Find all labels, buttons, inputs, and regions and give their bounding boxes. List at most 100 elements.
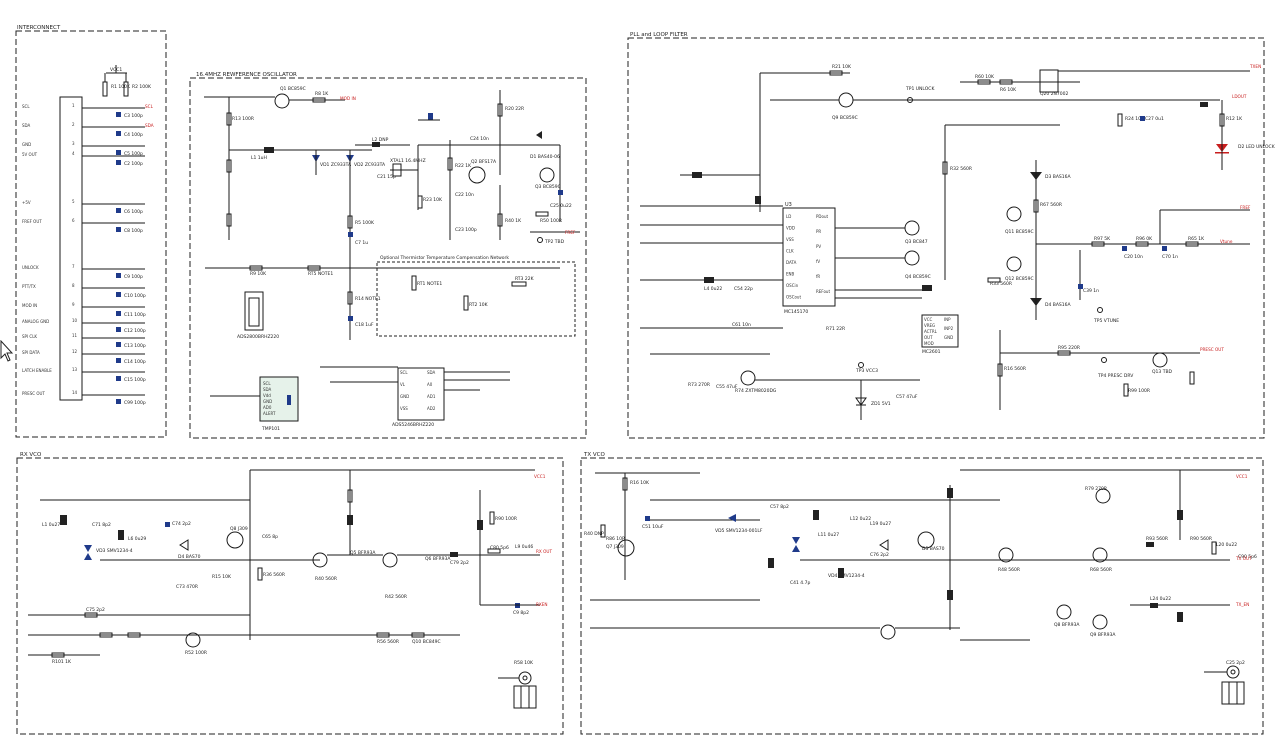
c70-label: C70 1n bbox=[1162, 254, 1178, 260]
rx-c79-label: Q5 BFR93A bbox=[350, 550, 376, 556]
q3-label: Q3 BC859C bbox=[535, 184, 561, 190]
r95-label: R95 220R bbox=[1058, 345, 1080, 351]
rx-c80-label: Q6 BFR93A bbox=[425, 556, 451, 562]
u8-pin-label: SDA bbox=[427, 370, 436, 375]
vd1-label: VD1 ZC933TA bbox=[320, 162, 352, 168]
r67-label: R67 560R bbox=[1040, 202, 1062, 208]
u5-pin-label: MOD bbox=[924, 341, 934, 346]
tx-d5-label: C76 2p2 bbox=[870, 552, 889, 558]
tp3-label: TP3 VCC3 bbox=[855, 368, 878, 374]
c39-label: C39 1n bbox=[1083, 288, 1099, 294]
d2-label: D2 LED UNLOCK bbox=[1238, 144, 1276, 150]
u3-pin-label: fV bbox=[816, 259, 820, 264]
tx-vco-circuit: R16 10K R40 DNP R86 10R C51 10uF Q7 J309… bbox=[584, 469, 1257, 705]
pin-name: +5V bbox=[22, 200, 31, 205]
r33-label: R33 560R bbox=[990, 281, 1012, 287]
r2-label: R2 100K bbox=[132, 84, 152, 90]
decoupling-cap-label: C12 100p bbox=[124, 328, 146, 334]
pll-title: PLL and LOOP FILTER bbox=[630, 32, 688, 38]
r24-label: R24 10K bbox=[1125, 116, 1145, 122]
u3-pin-label: REFout bbox=[816, 289, 830, 294]
rx-q6-label: R42 560R bbox=[385, 594, 407, 600]
pin-name: SPI DATA bbox=[22, 350, 40, 355]
pin-name: UNLOCK bbox=[22, 265, 39, 270]
tp4-label: TP4 PRESC DRV bbox=[1097, 373, 1134, 379]
decoupling-cap-label: C14 100p bbox=[124, 359, 146, 365]
u8-pin-label: A0 bbox=[427, 382, 433, 387]
rx-r58-label: R101 1K bbox=[52, 659, 72, 665]
net-tx-out: TX OUT bbox=[1235, 556, 1252, 561]
r14-label: R14 NOTE1 bbox=[355, 296, 381, 302]
u3-pin-label: CLK bbox=[786, 249, 794, 254]
pin-name: PTT/TX bbox=[22, 284, 36, 289]
net-fref-pll: FREF bbox=[1240, 205, 1251, 210]
r6-label: R6 10K bbox=[1000, 87, 1017, 93]
r12-label: R12 1K bbox=[1226, 116, 1243, 122]
tx-q9-label: R68 560R bbox=[1090, 567, 1112, 573]
rx-l6-label: L6 0u29 bbox=[128, 536, 146, 542]
rt2-label: RT2 10K bbox=[469, 302, 489, 308]
u8-pin-label: VL bbox=[400, 382, 406, 387]
tx-r79-label: L20 0u22 bbox=[1216, 542, 1237, 548]
net-tx-en: TX_EN bbox=[1235, 602, 1249, 607]
tx-vco-block: TX VCO bbox=[580, 452, 1264, 735]
xtal1-label: XTAL1 16.4MHZ bbox=[390, 158, 426, 164]
net-vtune: Vtune bbox=[1220, 239, 1233, 244]
c57-label: C57 47uF bbox=[896, 394, 918, 400]
interconnect-title: INTERCONNECT bbox=[17, 25, 61, 31]
u5-pin-label: VREG bbox=[924, 323, 935, 328]
pin-number: 2 bbox=[72, 122, 75, 127]
rt3-label: RT3 22K bbox=[515, 276, 535, 282]
net-labels: SCL SDA MOD IN FREF TXEN LDOUT FREF Vtun… bbox=[145, 64, 1261, 607]
net-scl: SCL bbox=[145, 104, 154, 109]
pin-number: 6 bbox=[72, 218, 75, 223]
q20-label: Q20 2N7002 bbox=[1040, 91, 1069, 97]
r20-label: R20 22R bbox=[505, 106, 524, 112]
rt5-label: RT5 NOTE1 bbox=[308, 271, 333, 277]
u3-label: U3 bbox=[785, 202, 792, 208]
c55-label: C55 47uF bbox=[716, 384, 738, 390]
pin-number: 5 bbox=[72, 199, 75, 204]
rx-r102-label: Q10 BC849C bbox=[412, 639, 441, 645]
thermistor-title: Optional Thermistor Temperature Compensa… bbox=[380, 255, 509, 261]
pin-number: 10 bbox=[72, 318, 78, 323]
pin-name: SPI CLK bbox=[22, 334, 37, 339]
l4-label: L4 0u22 bbox=[704, 286, 722, 292]
u3-pin-label: LD bbox=[786, 214, 791, 219]
pin-number: 7 bbox=[72, 264, 75, 269]
tx-j3-label: C25 2p2 bbox=[1226, 660, 1245, 666]
c61-label: C61 10n bbox=[732, 322, 751, 328]
r5-label: R5 100K bbox=[355, 220, 375, 226]
c27-label: C27 0u1 bbox=[1145, 116, 1164, 122]
pll-block: PLL and LOOP FILTER bbox=[627, 32, 1265, 439]
rx-r91-label: R90 100R bbox=[495, 516, 517, 522]
tx-r16-label: R16 10K bbox=[630, 480, 650, 486]
q11-label: Q11 BC859C bbox=[1005, 229, 1034, 235]
u8-pin-label: AD2 bbox=[427, 406, 436, 411]
u3-pin-label: OSCin bbox=[786, 283, 799, 288]
net-sda: SDA bbox=[145, 123, 154, 128]
q4-pll-label: Q4 BC859C bbox=[905, 274, 931, 280]
net-modin: MOD IN bbox=[340, 96, 356, 101]
tx-l19-label: L12 0u22 bbox=[850, 516, 871, 522]
u3-pin-label: PR bbox=[816, 229, 821, 234]
tx-c90-label: R90 560R bbox=[1190, 536, 1212, 542]
decoupling-cap-label: C4 100p bbox=[124, 132, 143, 138]
tp5-label: TP5 VTUNE bbox=[1093, 318, 1119, 324]
r50-label: R50 100R bbox=[540, 218, 562, 224]
connector-j1: VCC1 R1 100K R2 100K bbox=[59, 65, 152, 401]
rx-c75-label: C9 8p2 bbox=[513, 610, 529, 616]
net-presc-out: PRESC OUT bbox=[1200, 347, 1224, 352]
pin-number: 3 bbox=[72, 141, 75, 146]
tp2-label: TP2 TBD bbox=[544, 239, 565, 245]
r9-label: R9 10K bbox=[250, 271, 267, 277]
u10-pin-label: AD0 bbox=[263, 405, 272, 410]
rx-r52-label: C75 2p2 bbox=[86, 607, 105, 613]
